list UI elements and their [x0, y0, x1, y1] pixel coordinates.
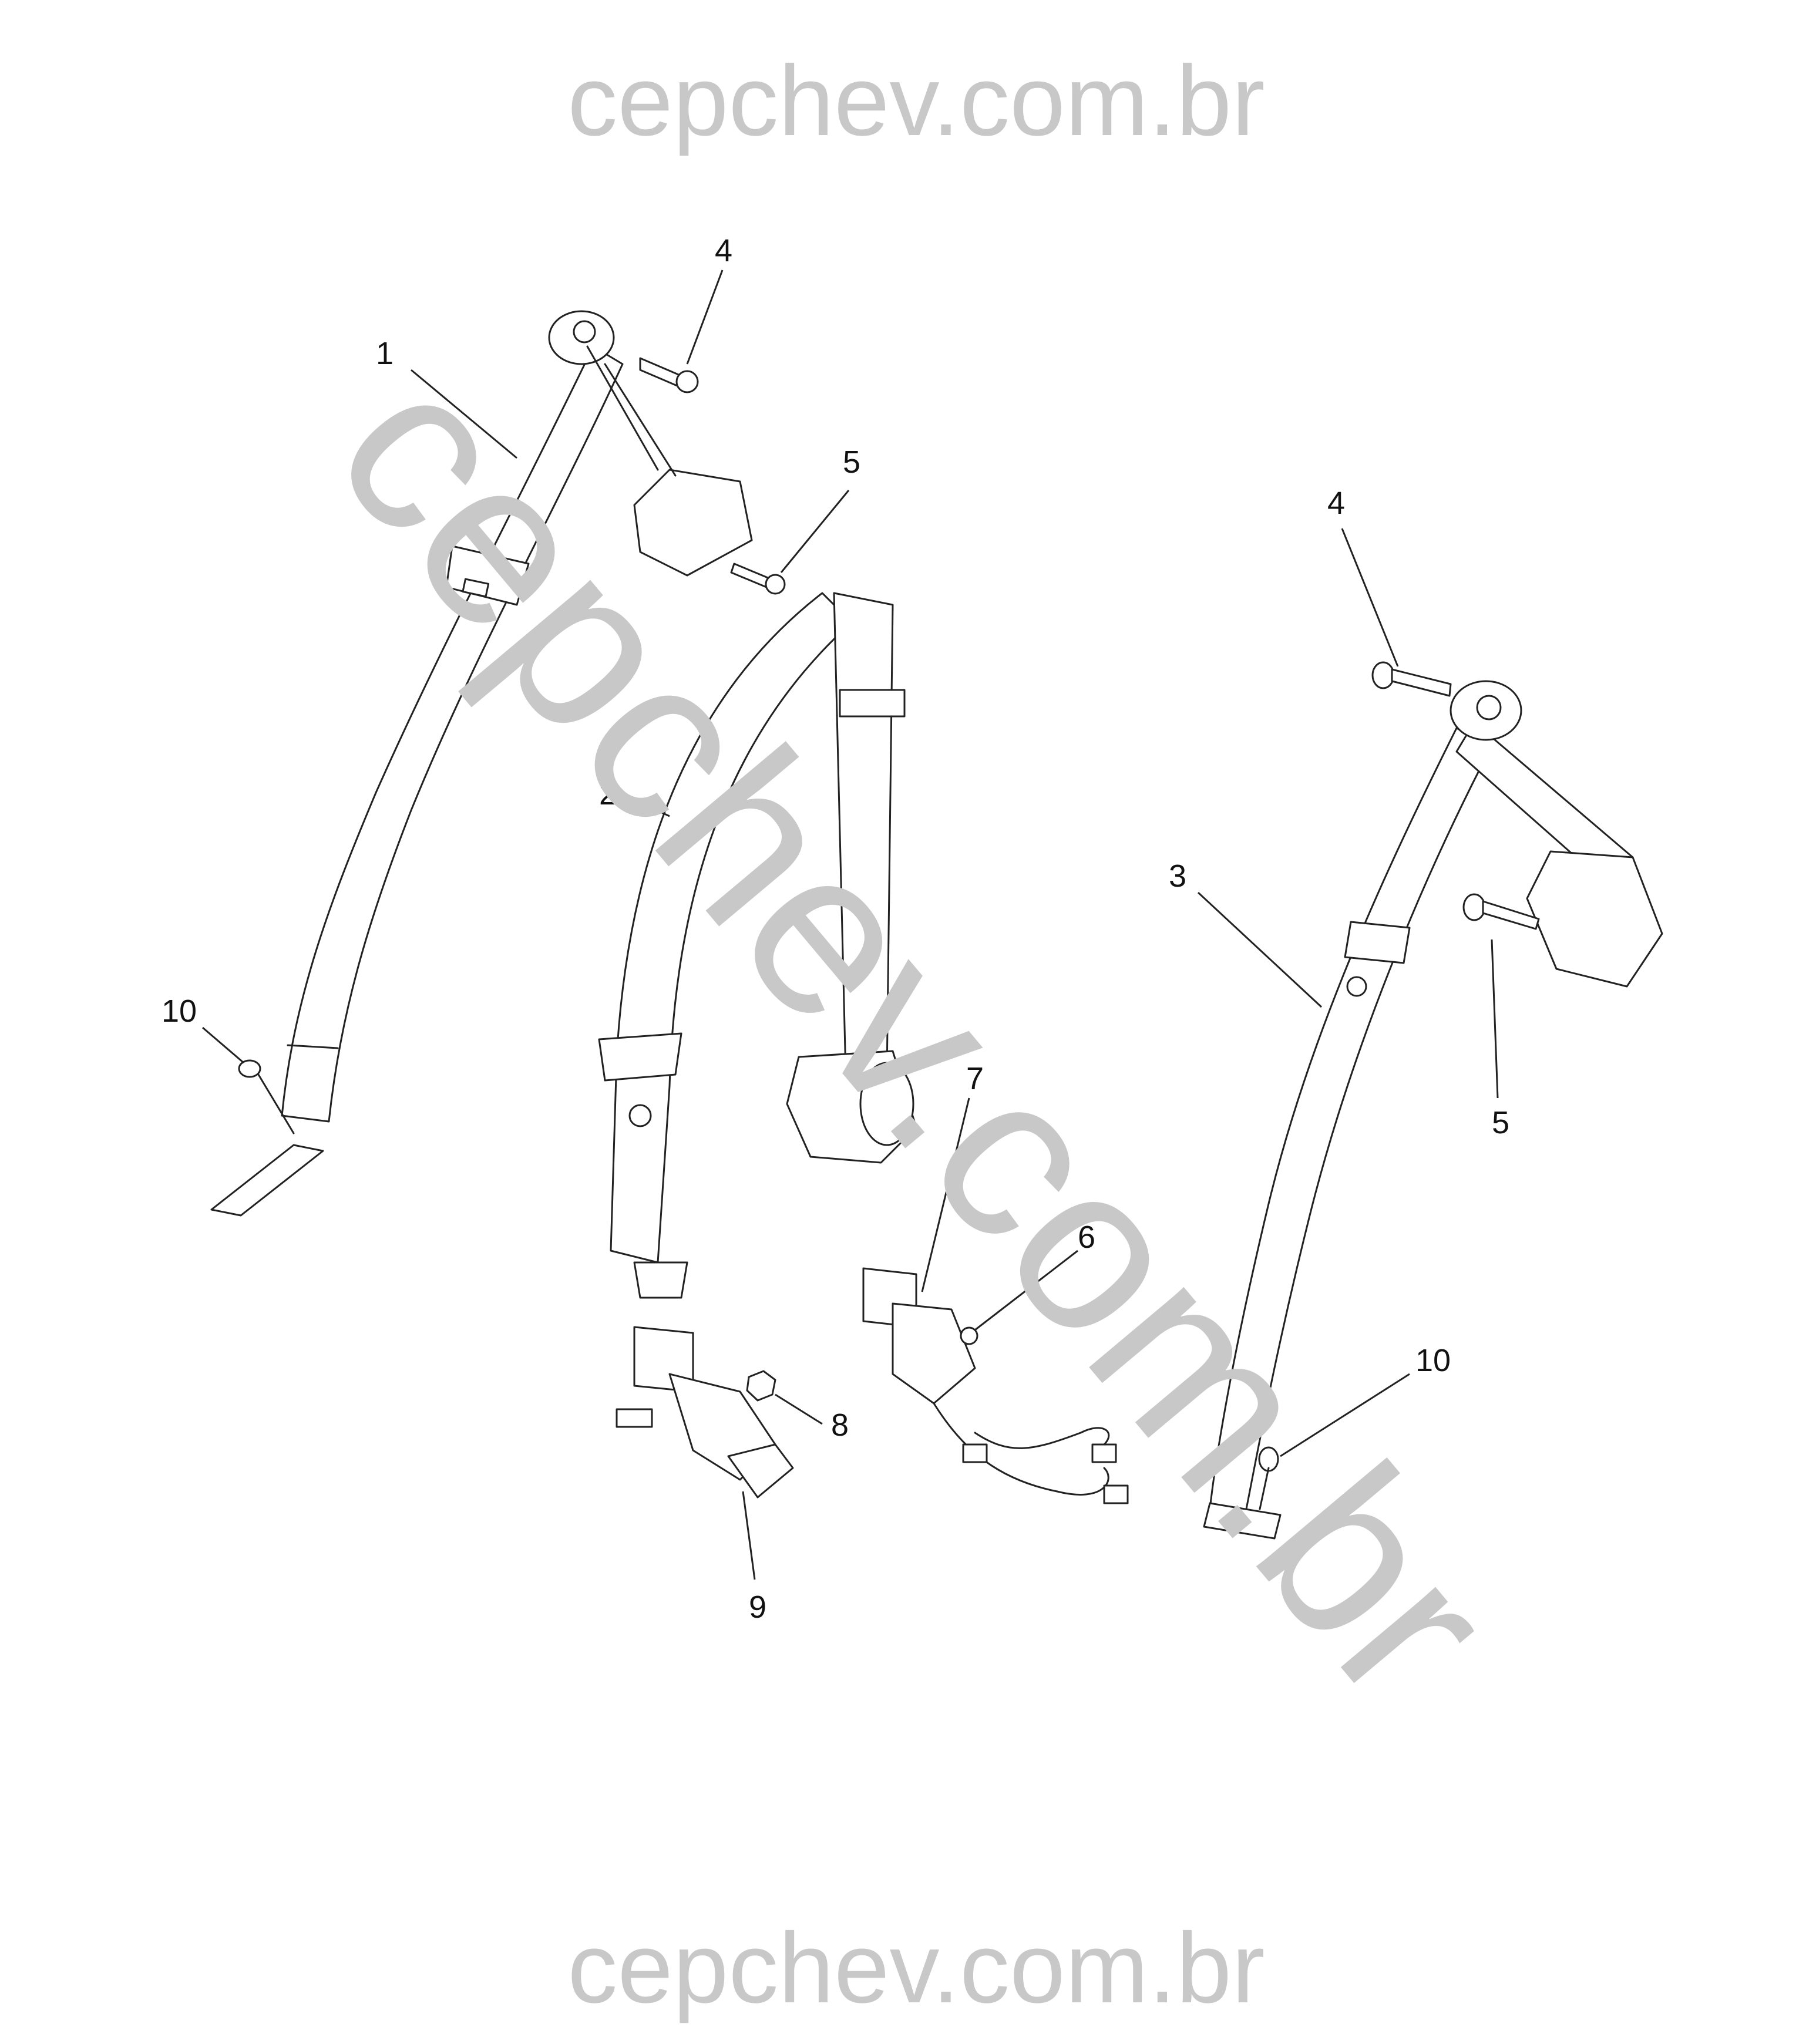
- callout-5-right: 5: [1492, 1105, 1509, 1140]
- callout-7: 7: [966, 1061, 984, 1096]
- callout-3: 3: [1169, 858, 1186, 894]
- callout-8: 8: [831, 1407, 849, 1443]
- callout-4-left: 4: [715, 233, 732, 268]
- callout-10-left: 10: [162, 994, 197, 1029]
- leader-lines: [202, 270, 1499, 1580]
- callout-4-right: 4: [1327, 486, 1345, 521]
- callout-5-left: 5: [843, 445, 860, 480]
- seat-belt-assembly-2: [598, 592, 917, 1299]
- watermark-header: cepchev.com.br: [567, 45, 1265, 157]
- callout-6: 6: [1078, 1220, 1095, 1255]
- callout-labels: 1 2 3 4 5 4 5 6 7 8 9 10 10: [162, 233, 1509, 1625]
- callout-10-right: 10: [1415, 1343, 1451, 1378]
- buckle-assembly-9: [616, 1326, 794, 1499]
- callout-1: 1: [376, 336, 394, 371]
- seat-belt-assembly-3: [1203, 661, 1663, 1540]
- nut-8: [746, 1370, 776, 1402]
- watermark-footer: cepchev.com.br: [567, 1912, 1265, 2024]
- seat-belt-assembly-1: [210, 310, 786, 1217]
- callout-9: 9: [749, 1590, 766, 1625]
- callout-2: 2: [599, 776, 617, 811]
- nut-6: [960, 1326, 978, 1345]
- buckle-assembly-7: [862, 1267, 1129, 1504]
